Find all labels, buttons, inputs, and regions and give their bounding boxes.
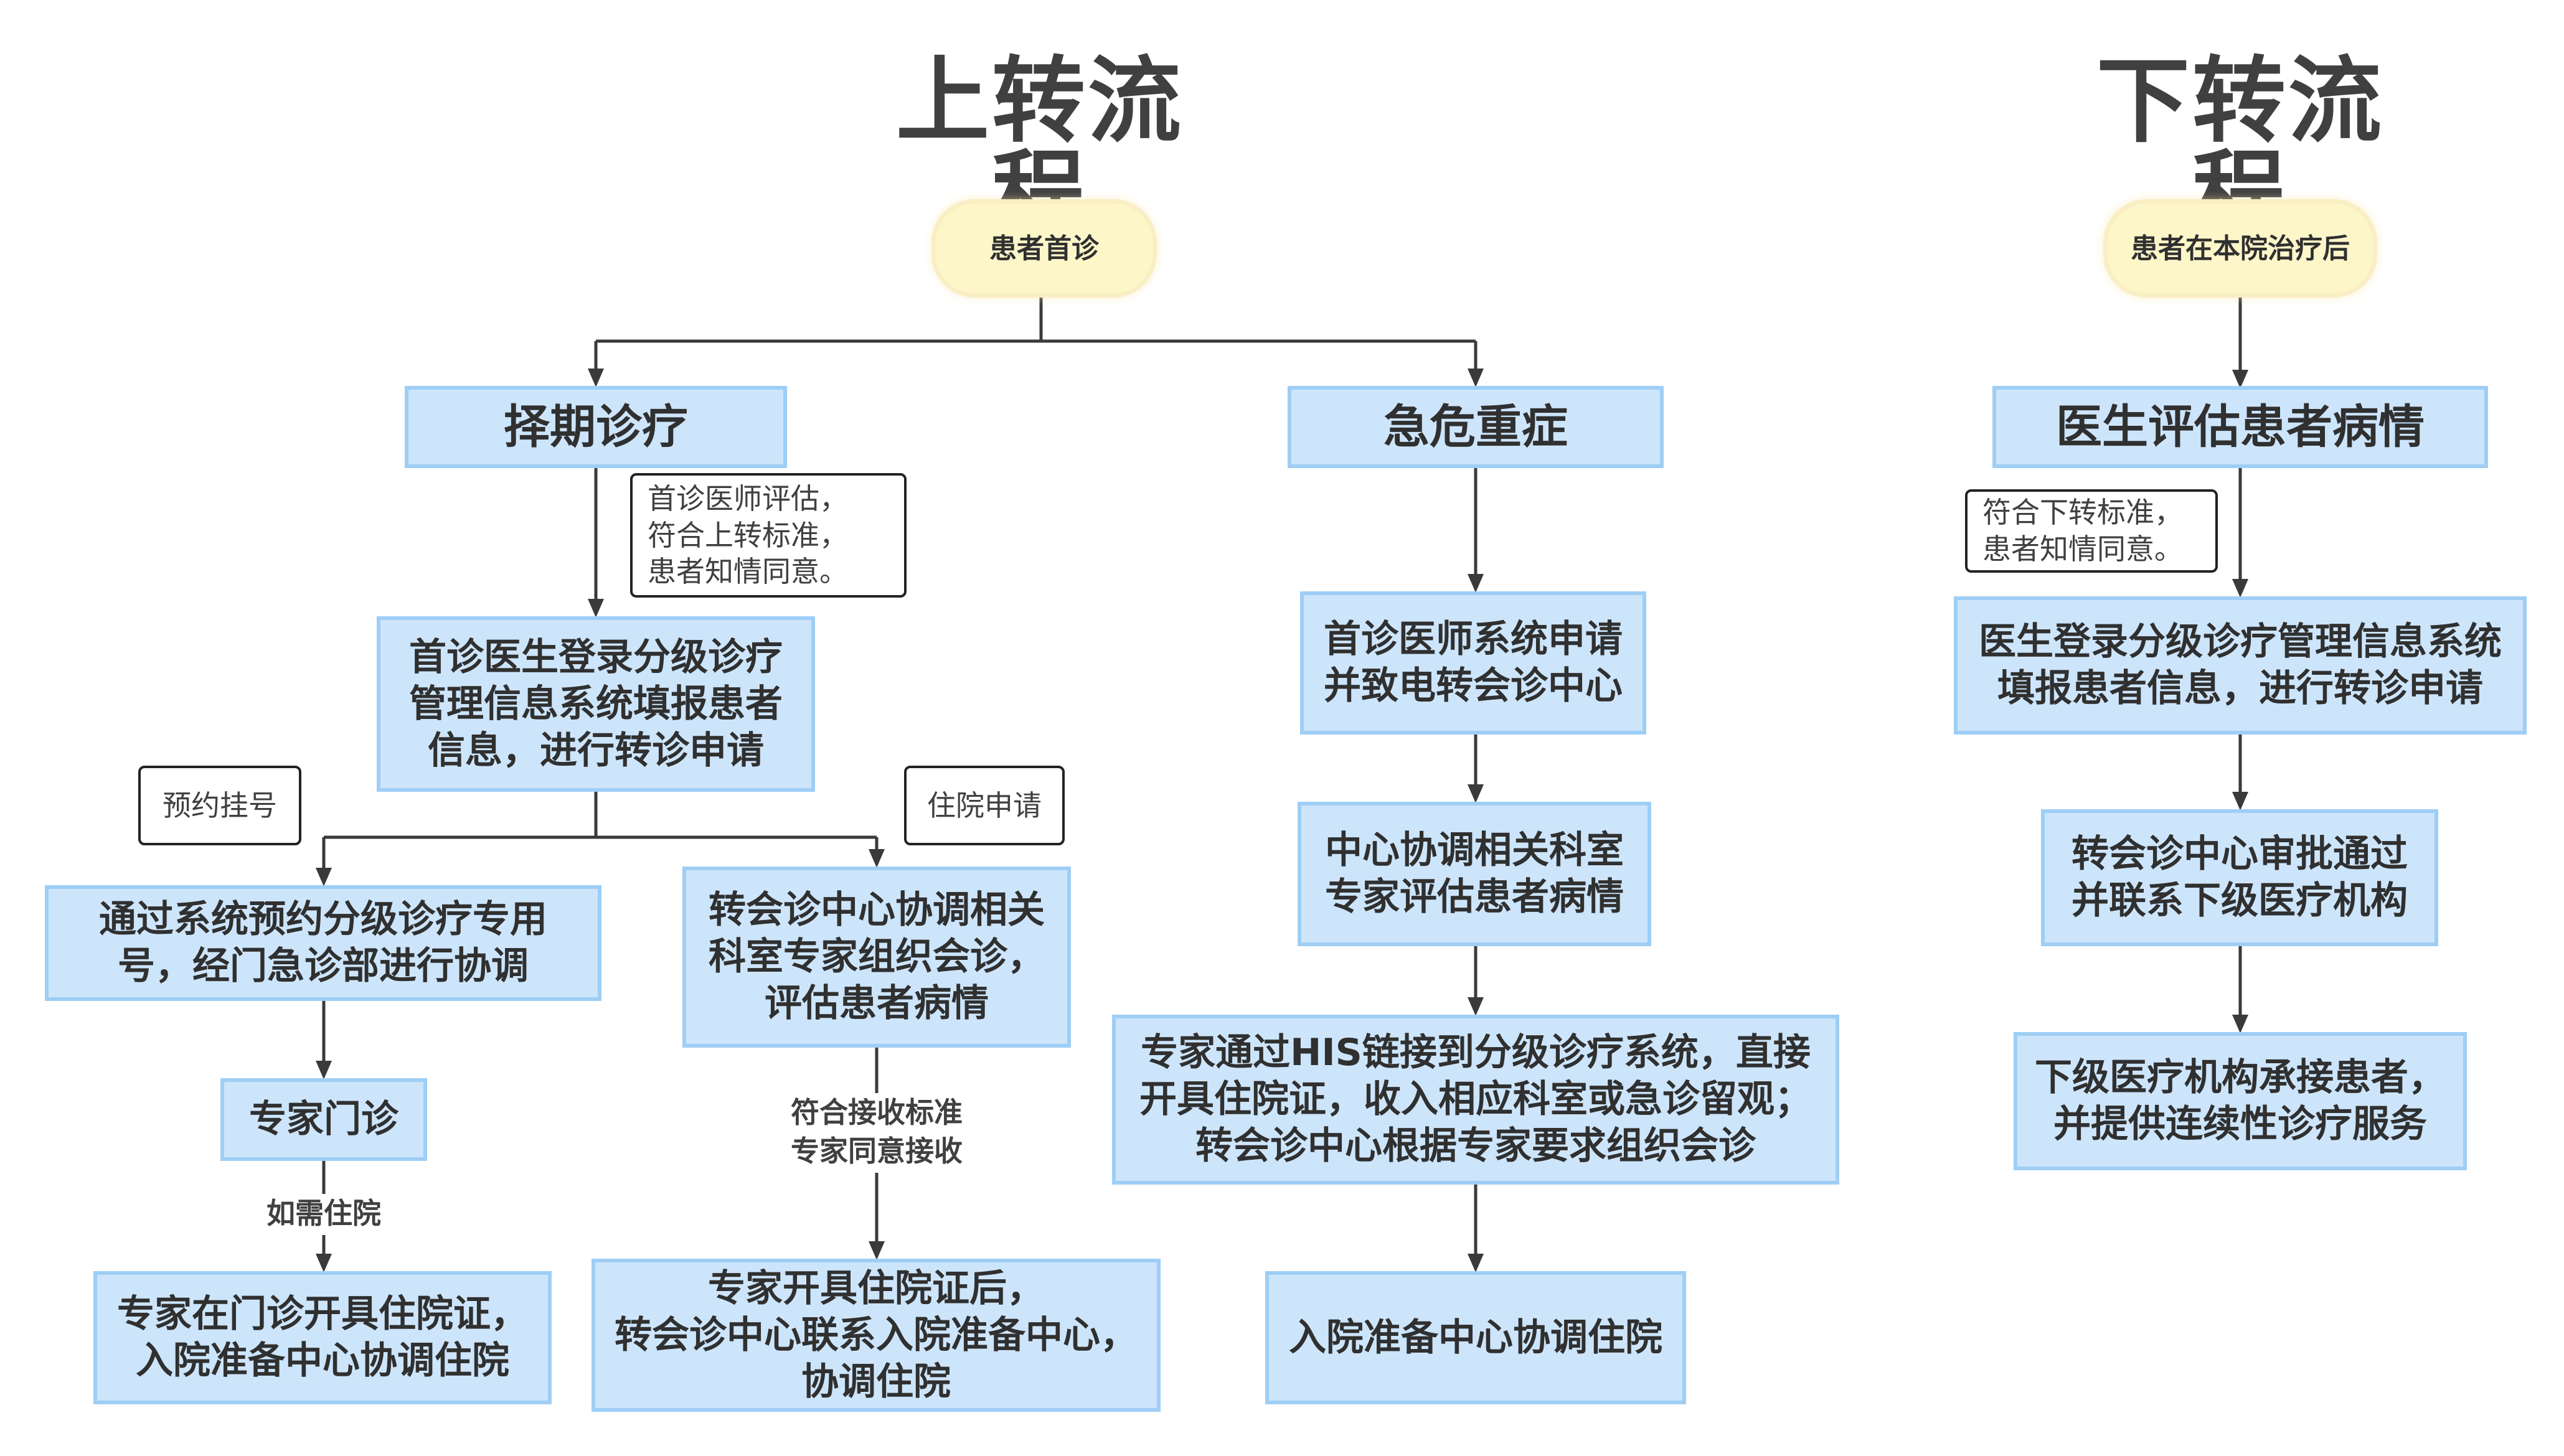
node-patient-first-visit: 患者首诊 (931, 199, 1157, 298)
node-patient-after-treatment: 患者在本院治疗后 (2103, 199, 2377, 298)
arrowhead (2232, 792, 2248, 810)
arrowhead (869, 849, 885, 868)
arrowhead (316, 1254, 332, 1272)
node-first-doctor-report: 首诊医生登录分级诊疗 管理信息系统填报患者 信息，进行转诊申请 (377, 616, 815, 792)
arrowhead (2232, 579, 2248, 598)
node-center-approve: 转会诊中心审批通过 并联系下级医疗机构 (2041, 809, 2438, 946)
arrowhead (316, 868, 332, 886)
node-center-coordinate-experts: 中心协调相关科室 专家评估患者病情 (1298, 802, 1651, 946)
arrowhead (588, 599, 604, 618)
arrowhead (1468, 1254, 1484, 1272)
note-hospitalization-application: 住院申请 (904, 766, 1065, 845)
node-lower-institution-receive: 下级医疗机构承接患者， 并提供连续性诊疗服务 (2014, 1032, 2467, 1170)
arrowhead (1468, 784, 1484, 803)
node-emergency-apply: 首诊医师系统申请 并致电转会诊中心 (1300, 591, 1646, 735)
node-doctor-login-apply: 医生登录分级诊疗管理信息系统 填报患者信息，进行转诊申请 (1954, 596, 2527, 735)
node-expert-clinic: 专家门诊 (220, 1078, 427, 1161)
node-his-admission: 专家通过HIS链接到分级诊疗系统，直接 开具住院证，收入相应科室或急诊留观； 转… (1112, 1015, 1839, 1185)
node-admission-certificate-coordination: 专家开具住院证后， 转会诊中心联系入院准备中心， 协调住院 (592, 1259, 1161, 1412)
node-reserve-special-number: 通过系统预约分级诊疗专用 号，经门急诊部进行协调 (45, 885, 601, 1001)
edge-label-meets-admission: 符合接收标准 专家同意接收 (780, 1093, 974, 1173)
arrowhead (2232, 370, 2248, 388)
arrowhead (869, 1241, 885, 1260)
arrowhead (1468, 997, 1484, 1016)
arrowhead (1468, 369, 1484, 387)
node-admission-prep-center: 入院准备中心协调住院 (1265, 1271, 1686, 1404)
note-first-doctor-evaluation: 首诊医师评估， 符合上转标准， 患者知情同意。 (630, 473, 907, 598)
arrowhead (1468, 574, 1484, 593)
node-emergency: 急危重症 (1288, 386, 1664, 468)
arrowhead (316, 1061, 332, 1079)
node-consultation-center: 转会诊中心协调相关 科室专家组织会诊， 评估患者病情 (682, 867, 1071, 1048)
node-elective-treatment: 择期诊疗 (405, 386, 787, 468)
arrowhead (2232, 1015, 2248, 1033)
node-clinic-admission-certificate: 专家在门诊开具住院证， 入院准备中心协调住院 (93, 1271, 552, 1404)
edge-label-if-hospitalized: 如需住院 (252, 1194, 396, 1235)
note-meets-downward-criteria: 符合下转标准， 患者知情同意。 (1965, 489, 2218, 573)
arrowhead (588, 369, 604, 387)
node-doctor-evaluate-condition: 医生评估患者病情 (1992, 386, 2488, 468)
note-appointment-registration: 预约挂号 (138, 766, 301, 845)
